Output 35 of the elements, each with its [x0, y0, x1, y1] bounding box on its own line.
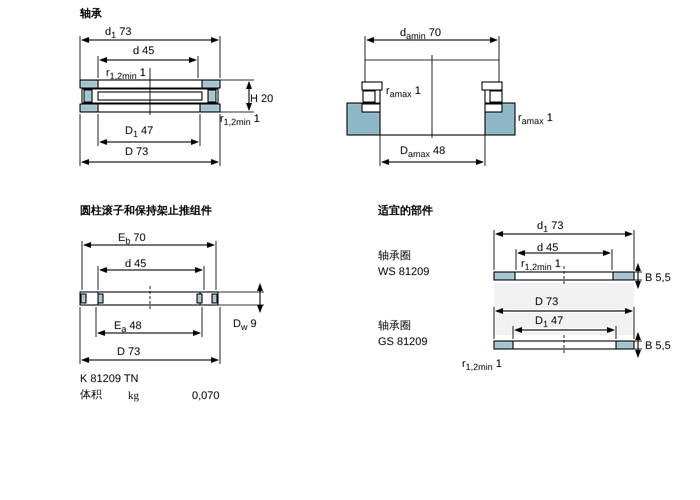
section-heading: 轴承	[80, 8, 102, 21]
caption-text: 体积	[80, 389, 102, 402]
dimension-label: d 45	[537, 242, 558, 255]
dimension-label: D 73	[117, 346, 140, 359]
dimension-label: H 20	[250, 93, 274, 106]
dimension-label: r$_{1,2min}$ 1	[521, 258, 561, 274]
dimension-label: r$_{1,2min}$ 1	[106, 67, 146, 83]
dimension-label: D$_{1}$ 47	[535, 315, 564, 331]
value-text: 0,070	[192, 390, 220, 403]
dimension-label: E$_{a}$ 48	[114, 320, 142, 336]
dimension-label: D$_{w}$ 9	[233, 318, 257, 334]
caption-text: 轴承圈	[378, 320, 411, 333]
dimension-label: D$_{1}$ 47	[125, 125, 154, 141]
dimension-label: E$_{b}$ 70	[118, 232, 146, 248]
dimension-label: r$_{amax}$ 1	[386, 85, 421, 101]
dimension-label: d$_{1}$ 73	[105, 26, 132, 42]
dimension-label: r$_{1,2min}$ 1	[220, 113, 260, 129]
dimension-label: r$_{1,2min}$ 1	[462, 358, 502, 374]
dimension-label: r$_{amax}$ 1	[518, 112, 553, 128]
dimension-label: B 5,5	[645, 272, 671, 285]
dimension-label: d 45	[125, 258, 146, 271]
section-heading: 适宜的部件	[378, 205, 433, 218]
designation-text: GS 81209	[378, 336, 428, 349]
dimension-label: B 5,5	[645, 340, 671, 353]
dimension-label: D 73	[535, 296, 558, 309]
caption-text: 轴承圈	[378, 250, 411, 263]
designation-text: WS 81209	[378, 266, 430, 279]
section-heading: 圆柱滚子和保持架止推组件	[80, 205, 212, 218]
unit-text: kg	[128, 390, 139, 403]
dimension-label: d 45	[133, 45, 154, 58]
dimension-label: D 73	[125, 146, 148, 159]
dimension-label: D$_{amax}$ 48	[400, 145, 446, 161]
designation-text: K 81209 TN	[80, 373, 139, 386]
dimension-label: d$_{1}$ 73	[537, 220, 564, 236]
dimension-label: d$_{amin}$ 70	[400, 27, 441, 43]
